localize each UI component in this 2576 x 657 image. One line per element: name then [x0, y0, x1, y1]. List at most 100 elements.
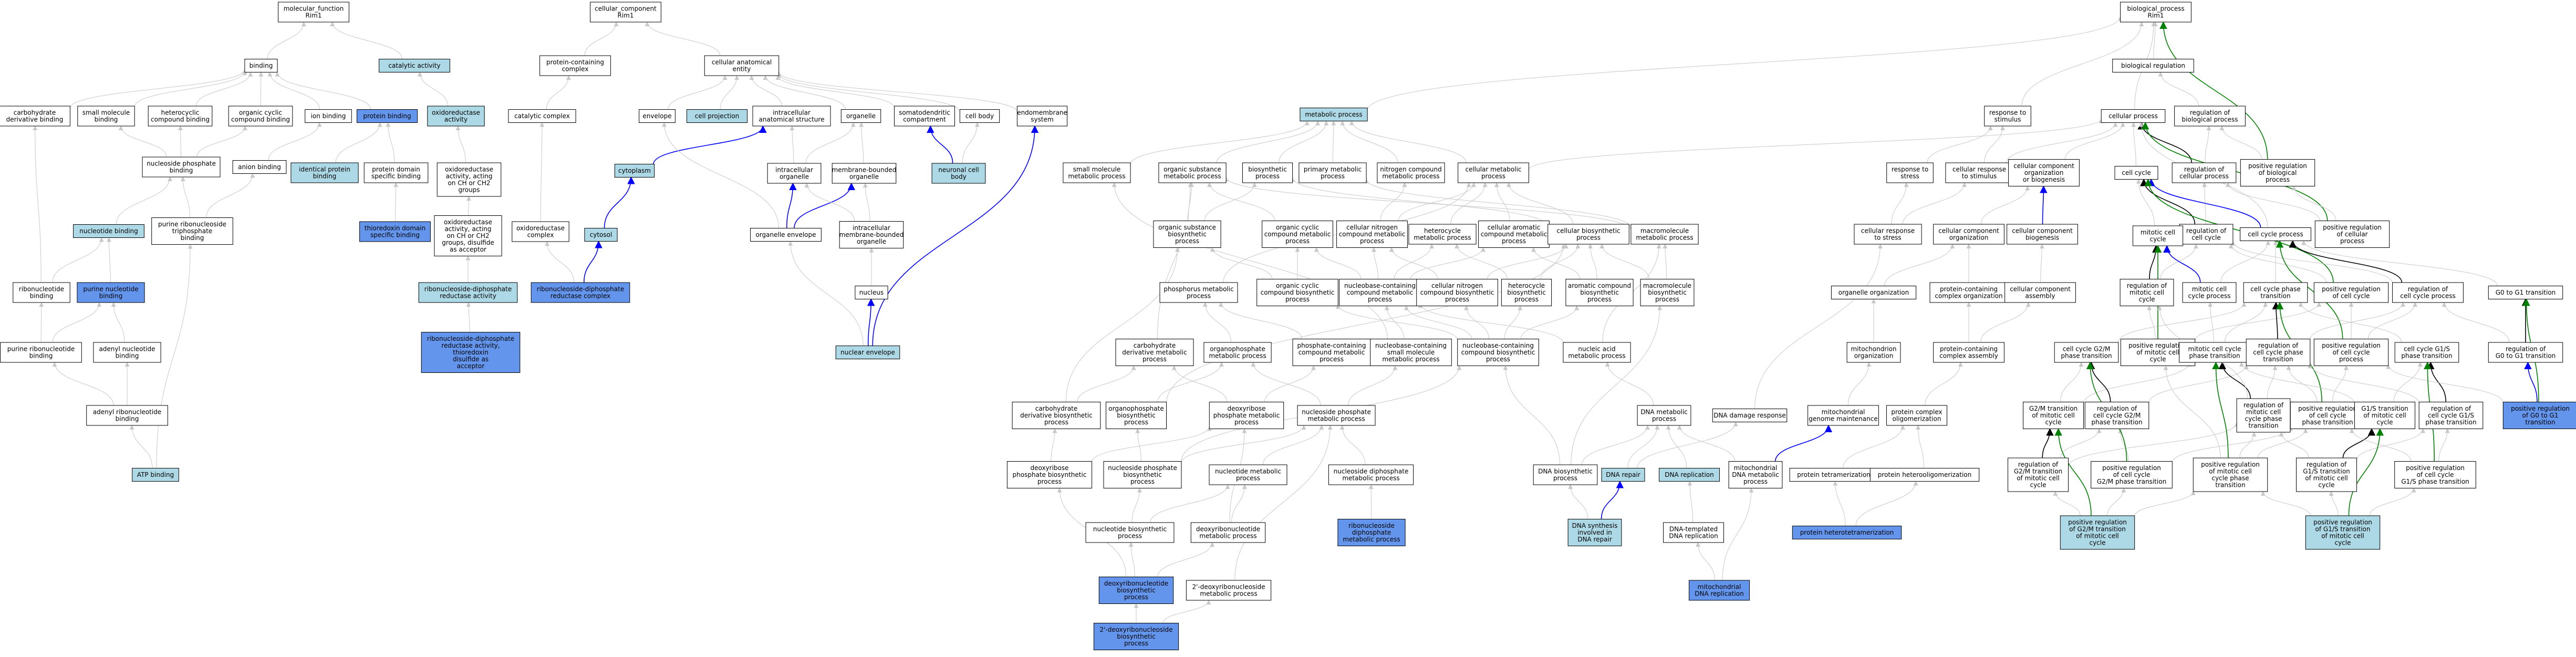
- go-term-label-line: organic substance: [1164, 166, 1221, 173]
- go-term-label-line: nucleus: [859, 289, 884, 296]
- go-term-label-line: of mitotic cell: [2032, 412, 2075, 419]
- go-term-label-line: Rim1: [306, 12, 322, 19]
- relation-edge: [156, 244, 193, 468]
- go-term-box: [1808, 405, 1879, 426]
- go-term-box: [590, 2, 661, 23]
- go-term-label-line: activity: [444, 116, 468, 123]
- relation-edge: [1204, 182, 1257, 221]
- go-term-label-line: of G2/M transition: [2069, 526, 2126, 533]
- relation-edge: [1051, 428, 1057, 462]
- go-term-label-line: G0 to G1 transition: [2496, 289, 2556, 296]
- go-term-label-line: positive regulation: [2511, 405, 2570, 412]
- relation-edge: [134, 70, 247, 107]
- go-term-label-line: process: [1655, 296, 1679, 303]
- go-term-label-line: stress: [1900, 173, 1919, 180]
- go-term-label-line: protein domain: [372, 166, 420, 173]
- go-term-label-line: aromatic compound: [1568, 282, 1631, 289]
- go-term-box: [1103, 461, 1182, 488]
- go-term-node: organelle organization: [1831, 286, 1917, 299]
- go-term-box: [1370, 339, 1452, 366]
- go-term-box: [1186, 580, 1272, 601]
- go-term-box: [2488, 342, 2563, 363]
- go-term-label-line: regulation of: [2506, 346, 2546, 353]
- go-term-node: organelle envelope: [750, 228, 822, 242]
- relation-edge: [1384, 305, 1405, 339]
- go-term-label-line: oligomerization: [1893, 415, 1941, 423]
- go-term-label-line: nucleoside diphosphate: [1334, 468, 1409, 475]
- go-term-label-line: organelle: [846, 112, 876, 120]
- go-term-label-line: cellular nitrogen: [1346, 224, 1398, 231]
- go-term-label-line: phase transition: [2091, 419, 2142, 426]
- go-term-node: ATP binding: [132, 468, 179, 482]
- go-term-node: nucleus: [855, 286, 888, 299]
- go-term-label-line: protein-containing: [1940, 286, 1998, 293]
- go-term-label-line: on CH or CH2: [448, 180, 490, 187]
- relation-edge: [1218, 302, 1302, 339]
- go-term-box: [531, 282, 630, 303]
- go-term-label: ion binding: [311, 112, 346, 120]
- go-term-label-line: heterocyclic: [161, 109, 200, 117]
- go-term-label-line: membrane-bounded: [832, 166, 897, 174]
- go-term-box: [1159, 282, 1238, 303]
- go-term-label-line: complex: [562, 66, 589, 73]
- relation-edge: [1891, 182, 1909, 225]
- relation-edge: [1077, 365, 1136, 402]
- go-term-label-line: cellular component: [1938, 227, 1999, 235]
- go-term-box: [2314, 221, 2390, 248]
- go-term-label-line: of mitotic cell: [2209, 468, 2252, 475]
- relation-edge: [662, 122, 779, 228]
- go-term-box: [539, 55, 611, 76]
- go-term-label-line: phosphate-containing: [1297, 342, 1366, 349]
- go-term-label-line: reductase activity: [440, 293, 496, 300]
- relation-edge: [2147, 179, 2261, 228]
- go-term-label: cell projection: [695, 112, 739, 120]
- go-term-label-line: process: [1652, 415, 1676, 423]
- go-term-box: [228, 106, 293, 127]
- go-term-box: [839, 221, 904, 248]
- go-term-label-line: organic cyclic: [239, 109, 282, 117]
- go-term-box: [1190, 522, 1266, 543]
- go-term-box: [1945, 162, 2013, 183]
- relation-edge: [2060, 362, 2084, 402]
- go-term-label-line: organic cyclic: [1276, 224, 1319, 231]
- go-term-label-line: cycle: [2334, 539, 2351, 547]
- go-term-box: [639, 109, 676, 123]
- go-term-box: [86, 405, 168, 426]
- go-term-label-line: phase transition: [2189, 352, 2240, 360]
- go-term-label-line: process: [1124, 593, 1148, 601]
- relation-edge: [2131, 122, 2136, 166]
- go-term-box: [1328, 464, 1414, 485]
- go-term-label-line: regulation of: [2243, 402, 2284, 409]
- go-term-label-line: binding: [99, 293, 123, 300]
- go-term-label-line: regulation of: [2258, 342, 2299, 349]
- relation-edge: [1410, 247, 1486, 279]
- go-term-label: metabolic process: [1305, 111, 1362, 118]
- relation-edge: [2137, 122, 2193, 163]
- relation-edge: [2279, 432, 2309, 458]
- go-term-box: [232, 160, 287, 174]
